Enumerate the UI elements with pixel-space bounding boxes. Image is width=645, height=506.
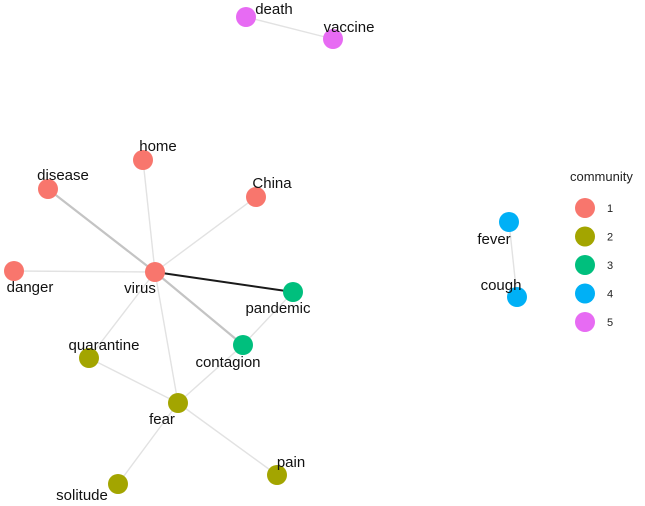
legend-title: community (570, 169, 633, 184)
edge-pandemic-contagion (242, 291, 294, 346)
node-fever (499, 212, 519, 232)
legend-swatch-2 (575, 226, 595, 247)
edge-virus-contagion (153, 270, 245, 347)
legend-swatch-3 (575, 255, 595, 275)
node-quarantine (79, 348, 99, 368)
node-label-fear: fear (149, 411, 175, 428)
node-label-china: China (252, 175, 292, 192)
node-label-home: home (139, 138, 177, 155)
edge-quarantine-fear (88, 357, 179, 404)
edge-death-vaccine (245, 16, 334, 40)
node-cough (507, 287, 527, 307)
node-pandemic (283, 282, 303, 302)
node-danger (4, 261, 24, 281)
node-label-contagion: contagion (195, 354, 260, 371)
legend-label-5: 5 (607, 317, 613, 329)
node-label-cough: cough (481, 277, 522, 294)
node-virus (145, 262, 165, 282)
node-pain (267, 465, 287, 485)
node-contagion (233, 335, 253, 355)
edges-layer (13, 16, 518, 485)
node-home (133, 150, 153, 170)
edge-fear-pain (177, 402, 278, 476)
legend-label-3: 3 (607, 260, 613, 272)
node-label-pandemic: pandemic (245, 300, 311, 317)
edge-virus-quarantine (88, 271, 156, 359)
node-china (246, 187, 266, 207)
node-label-disease: disease (37, 167, 89, 184)
legend-label-4: 4 (607, 289, 613, 301)
edge-fear-solitude (117, 402, 179, 485)
node-label-pain: pain (277, 454, 305, 471)
legend-swatch-4 (575, 283, 595, 304)
node-label-danger: danger (7, 279, 54, 296)
edge-virus-fear (154, 271, 179, 404)
edge-contagion-fear (177, 344, 244, 404)
node-label-death: death (255, 1, 293, 18)
edge-virus-disease (46, 187, 157, 274)
edge-virus-home (142, 159, 156, 273)
nodes-layer (4, 7, 527, 494)
node-label-virus: virus (124, 280, 156, 297)
legend-label-1: 1 (607, 203, 613, 215)
node-fear (168, 393, 188, 413)
legend-items: 1 2 3 4 5 (575, 198, 613, 332)
edge-fever-cough (508, 221, 518, 298)
node-label-vaccine: vaccine (324, 19, 375, 36)
edge-virus-danger (13, 270, 156, 273)
node-label-quarantine: quarantine (69, 337, 140, 354)
legend-swatch-1 (575, 198, 595, 218)
legend-label-2: 2 (607, 232, 613, 244)
legend: community 1 2 3 4 5 (570, 169, 633, 332)
node-disease (38, 179, 58, 199)
node-death (236, 7, 256, 27)
node-vaccine (323, 29, 343, 49)
node-label-solitude: solitude (56, 487, 108, 504)
node-solitude (108, 474, 128, 494)
node-label-fever: fever (477, 231, 510, 248)
edge-virus-pandemic (154, 271, 294, 293)
labels-layer: death vaccine home disease China danger virus p… (7, 1, 522, 504)
legend-swatch-5 (575, 312, 595, 332)
edge-virus-china (154, 196, 257, 273)
